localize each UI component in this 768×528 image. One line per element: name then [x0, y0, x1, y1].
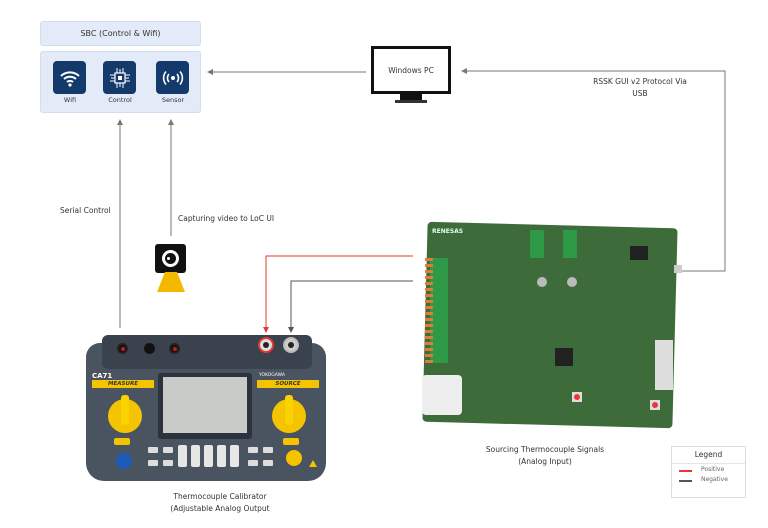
wifi-icon — [53, 61, 86, 94]
sbc-item-label: Control — [108, 96, 132, 104]
sbc-panel: Wifi Control Sensor — [40, 51, 201, 113]
negative-wire — [288, 280, 413, 333]
monitor-icon: Windows PC — [371, 46, 451, 94]
sbc-title: SBC (Control & Wifi) — [80, 29, 161, 38]
calibrator-brand: YOKOGAWA — [259, 373, 285, 378]
positive-jack — [258, 337, 274, 353]
calibrator-caption-line2: (Adjustable Analog Output — [170, 504, 270, 513]
usb-label-line2: USB — [632, 89, 648, 98]
legend-positive-swatch — [679, 470, 692, 472]
output-button — [286, 450, 302, 466]
legend-negative-swatch — [679, 480, 692, 482]
sbc-item-label: Sensor — [161, 96, 185, 104]
calibrator-caption: Thermocouple Calibrator (Adjustable Anal… — [140, 491, 300, 515]
usb-to-pc-arrow — [461, 68, 726, 272]
calibrator-screen — [163, 377, 247, 433]
camera-light-cone — [157, 272, 185, 292]
legend-divider — [672, 463, 745, 464]
thermocouple-calibrator: CA71 YOKOGAWA MEASURE SOURCE — [86, 335, 326, 481]
windows-pc-label: Windows PC — [388, 65, 434, 75]
legend-negative-label: Negative — [701, 476, 728, 483]
board-caption-line1: Sourcing Thermocouple Signals — [485, 445, 605, 454]
usb-protocol-label: RSSK GUI v2 Protocol Via USB — [560, 76, 720, 100]
measure-label: MEASURE — [92, 380, 154, 388]
renesas-board: RENESAS — [405, 220, 685, 440]
warning-icon — [309, 460, 317, 467]
board-caption-line2: (Analog Input) — [518, 457, 572, 466]
positive-wire — [263, 255, 413, 333]
source-knob — [272, 395, 306, 433]
sbc-title-box: SBC (Control & Wifi) — [40, 21, 201, 46]
legend-title: Legend — [694, 450, 723, 459]
negative-jack — [283, 337, 299, 353]
source-label: SOURCE — [257, 380, 319, 388]
legend-positive-label: Positive — [701, 466, 725, 473]
calibrator-model: CA71 — [92, 372, 113, 380]
serial-control-label: Serial Control — [60, 206, 111, 215]
video-capture-label: Capturing video to LoC UI — [178, 214, 275, 223]
legend: Legend Positive Negative — [671, 446, 746, 498]
monitor-stand — [400, 94, 422, 101]
usb-label-line1: RSSK GUI v2 Protocol Via — [593, 77, 687, 86]
calibrator-caption-line1: Thermocouple Calibrator — [173, 492, 267, 501]
power-button — [116, 453, 132, 469]
sbc-item-label: Wifi — [63, 96, 77, 104]
chip-icon — [103, 61, 136, 94]
camera-icon — [155, 244, 186, 273]
monitor-base — [395, 100, 427, 103]
sensor-icon — [156, 61, 189, 94]
board-brand: RENESAS — [432, 228, 464, 235]
measure-knob — [108, 395, 142, 433]
board-caption: Sourcing Thermocouple Signals (Analog In… — [470, 444, 620, 468]
